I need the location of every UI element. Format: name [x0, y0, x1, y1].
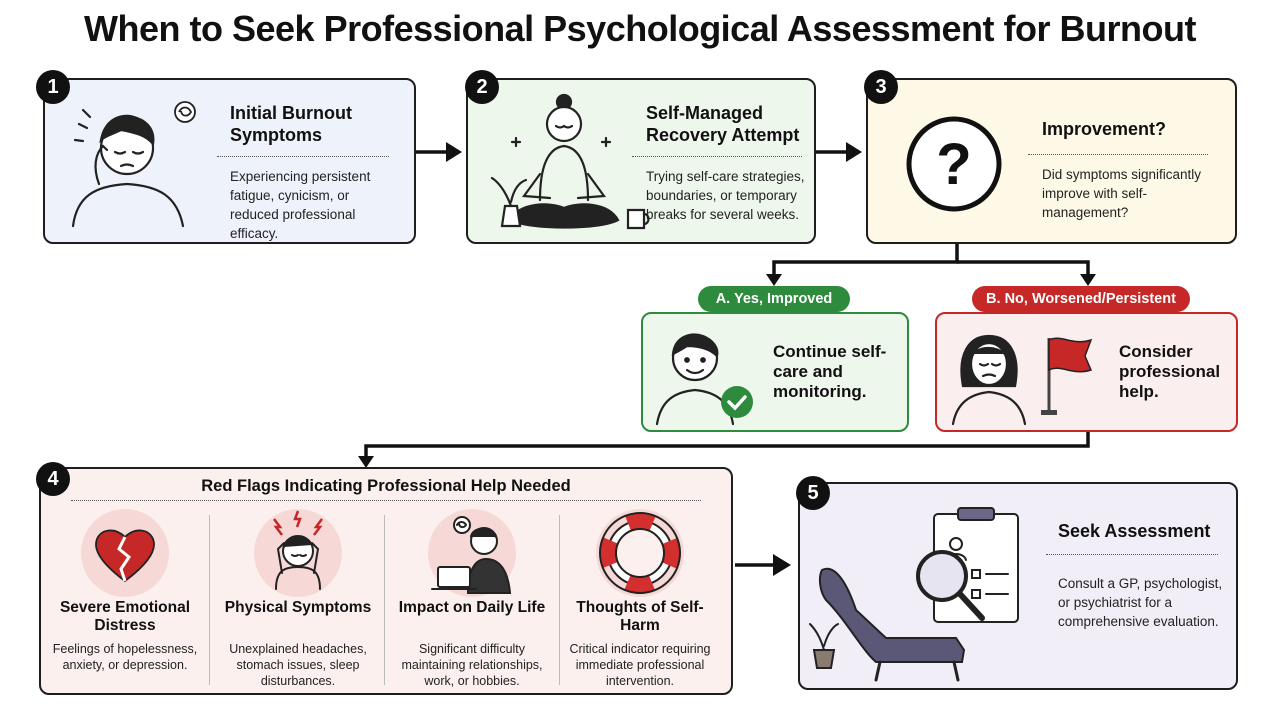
red-flags-card: Red Flags Indicating Professional Help N… — [39, 467, 733, 695]
step-1-title: Initial Burnout Symptoms — [230, 103, 352, 145]
step-1-card: Initial Burnout Symptoms Experiencing pe… — [43, 78, 416, 244]
outcome-a-text: Continue self-care and monitoring. — [773, 342, 887, 401]
flag-2-title: Physical Symptoms — [224, 599, 372, 616]
outcome-a-label: A. Yes, Improved — [698, 286, 850, 312]
flag-1-description: Feelings of hopelessness, anxiety, or de… — [52, 642, 198, 672]
outcome-b-card: Consider professional help. — [935, 312, 1238, 432]
red-flags-divider — [71, 500, 701, 501]
flag-1-title: Severe Emotional Distress — [59, 599, 191, 634]
red-flag-icon — [1041, 337, 1093, 415]
assessment-divider — [1046, 554, 1218, 555]
step-2-title: Self-Managed Recovery Attempt — [646, 103, 800, 145]
step-3-description: Did symptoms significantly improve with … — [1042, 167, 1202, 220]
assessment-card: Seek Assessment Consult a GP, psychologi… — [798, 482, 1238, 690]
flag-4-title: Thoughts of Self-Harm — [576, 599, 704, 634]
question-mark-icon: ? — [906, 116, 1002, 212]
therapy-couch-icon — [809, 507, 1019, 682]
meditation-icon — [490, 93, 650, 230]
step-3-badge: 3 — [864, 70, 898, 104]
step-1-description: Experiencing persistent fatigue, cynicis… — [230, 169, 371, 241]
headache-person-icon — [273, 510, 323, 590]
step-2-card: Self-Managed Recovery Attempt Trying sel… — [466, 78, 816, 244]
flag-4-description: Critical indicator requiring immediate p… — [569, 642, 711, 688]
assessment-description: Consult a GP, psychologist, or psychiatr… — [1058, 576, 1223, 629]
flag-2-description: Unexplained headaches, stomach issues, s… — [229, 642, 367, 688]
tired-person-icon — [71, 101, 196, 228]
step-1-divider — [217, 156, 389, 157]
step-3-divider — [1028, 154, 1208, 155]
step-3-card: ? Improvement? Did symptoms significantl… — [866, 78, 1237, 244]
broken-heart-icon — [95, 529, 155, 583]
red-flags-badge: 4 — [36, 462, 70, 496]
red-flags-title: Red Flags Indicating Professional Help N… — [201, 477, 571, 495]
svg-text:?: ? — [936, 132, 971, 197]
outcome-a-card: Continue self-care and monitoring. — [641, 312, 909, 432]
outcome-b-text: Consider professional help. — [1119, 342, 1221, 401]
assessment-title: Seek Assessment — [1058, 521, 1211, 541]
happy-person-icon — [655, 333, 753, 426]
assessment-badge: 5 — [796, 476, 830, 510]
flag-3-description: Significant difficulty maintaining relat… — [401, 642, 543, 688]
separator-2 — [384, 515, 385, 685]
page-title: When to Seek Professional Psychological … — [84, 8, 1196, 49]
flag-3-title: Impact on Daily Life — [398, 599, 546, 616]
lifebuoy-icon — [599, 512, 681, 594]
separator-3 — [559, 515, 560, 685]
outcome-b-label: B. No, Worsened/Persistent — [972, 286, 1190, 312]
step-2-badge: 2 — [465, 70, 499, 104]
step-1-badge: 1 — [36, 70, 70, 104]
sad-person-icon — [951, 334, 1027, 426]
stressed-worker-icon — [431, 516, 512, 594]
separator-1 — [209, 515, 210, 685]
step-2-divider — [632, 156, 802, 157]
step-2-description: Trying self-care strategies, boundaries,… — [646, 169, 805, 222]
step-3-title: Improvement? — [1042, 119, 1167, 139]
